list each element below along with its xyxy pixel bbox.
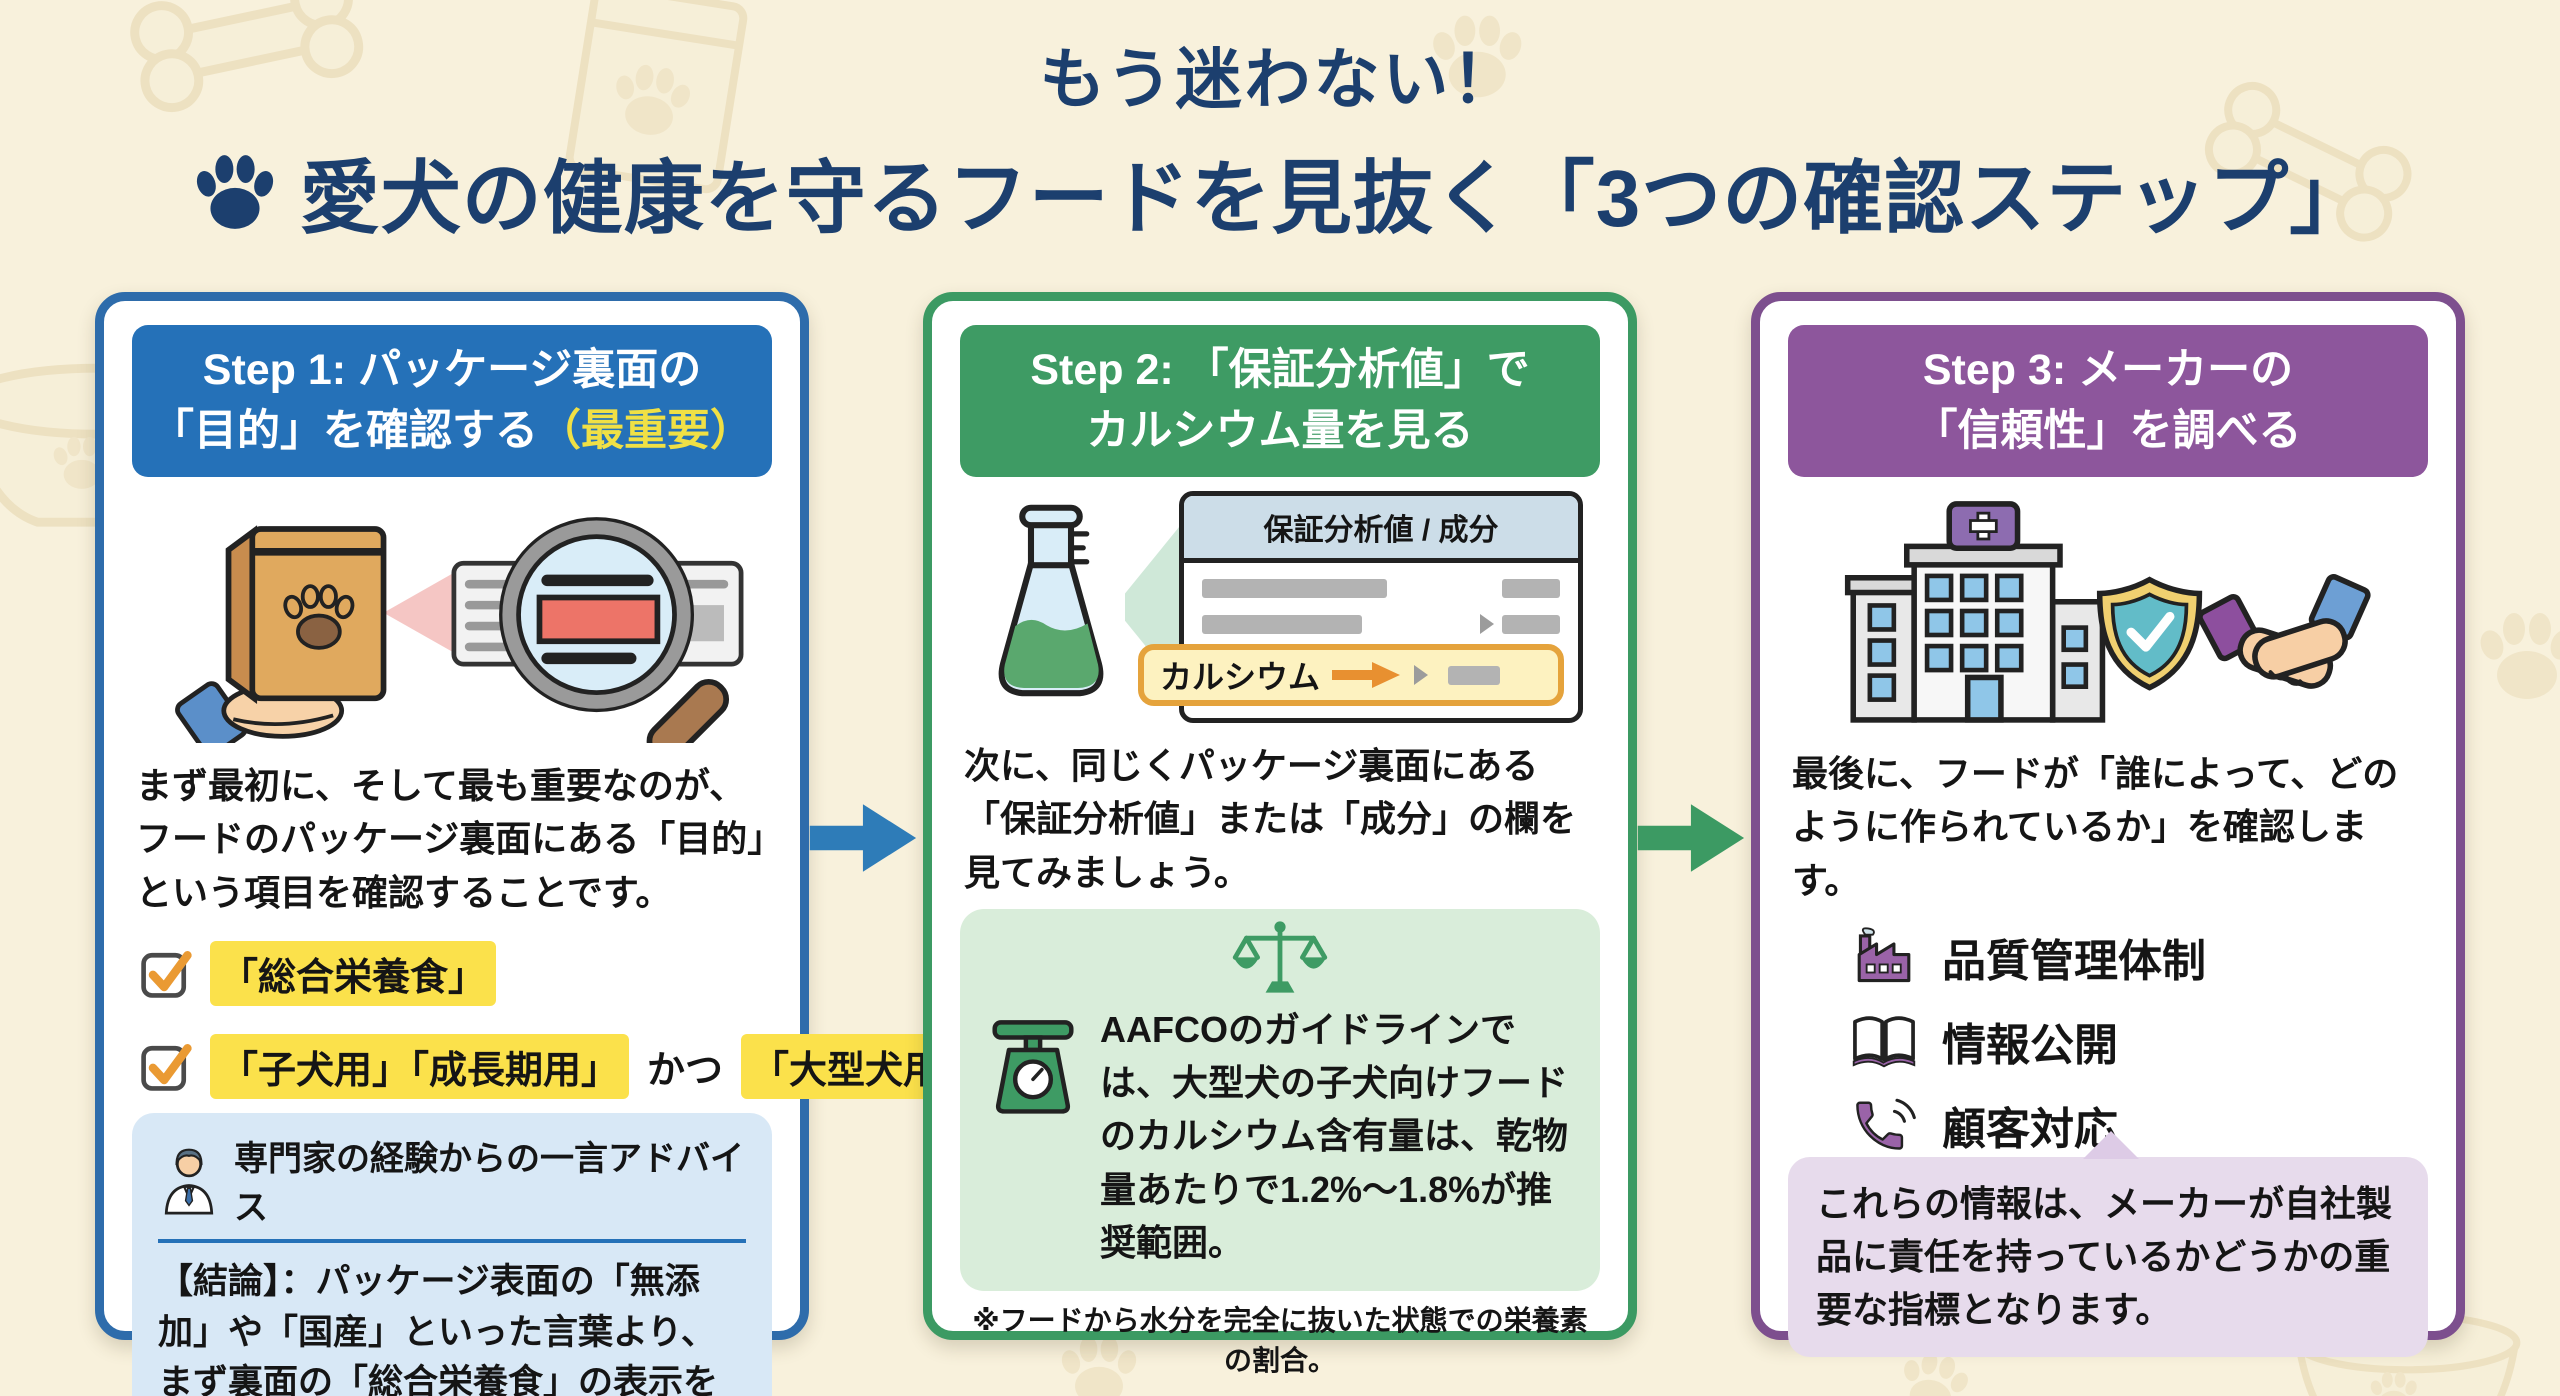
advice-title: 専門家の経験からの一言アドバイス: [234, 1139, 744, 1227]
step2-card: Step 2: 「保証分析値」で カルシウム量を見る: [923, 292, 1637, 1376]
trust-item-disclosure: 情報公開: [1850, 1009, 2428, 1073]
step1-illustration: [132, 491, 772, 744]
placeholder-bar: [1502, 579, 1560, 599]
aafco-guideline-panel: AAFCOのガイドラインでは、大型犬の子犬向けフードのカルシウム含有量は、乾物量…: [960, 908, 1600, 1292]
step2-header: Step 2: 「保証分析値」で カルシウム量を見る: [960, 325, 1600, 478]
step2-header-line2: カルシウム量を見る: [1086, 407, 1474, 456]
checklist-1-highlight: 「総合栄養食」: [210, 940, 497, 1006]
checklist-2-plain: かつ: [647, 1049, 724, 1092]
step3-summary-text: これらの情報は、メーカーが自社製品に責任を持っているかどうかの重要な指標となりま…: [1816, 1182, 2393, 1331]
trust-item-label: 品質管理体制: [1942, 936, 2206, 986]
trust-checklist: 品質管理体制 情報公開: [1850, 925, 2428, 1157]
analysis-table-rows: [1184, 563, 1578, 671]
factory-icon: [1857, 927, 1911, 983]
calcium-label: カルシウム: [1160, 659, 1321, 696]
title-line-2: 愛犬の健康を守るフードを見抜く「3つの確認ステップ」: [0, 134, 2560, 250]
aafco-panel-row: AAFCOのガイドラインでは、大型犬の子犬向けフードのカルシウム含有量は、乾物量…: [984, 1003, 1576, 1269]
advice-header: 専門家の経験からの一言アドバイス: [158, 1131, 746, 1243]
step1-body-text: まず最初に、そして最も重要なのが、フードのパッケージ裏面にある「目的」という項目…: [136, 765, 766, 913]
trust-item-support: 顧客対応: [1850, 1093, 2428, 1157]
step3-body-text: 最後に、フードが「誰によって、どのように作られているか」を確認します。: [1792, 753, 2399, 901]
paw-icon: [196, 155, 273, 229]
step2-body-text: 次に、同じくパッケージ裏面にある「保証分析値」または「成分」の欄を見てみましょう…: [964, 745, 1577, 893]
step3-illustration: [1788, 491, 2428, 731]
step1-header-emphasis: （最重要）: [538, 407, 753, 456]
step3-header: Step 3: メーカーの 「信頼性」を調べる: [1788, 325, 2428, 478]
step1-header: Step 1: パッケージ裏面の 「目的」を確認する（最重要）: [132, 325, 772, 478]
placeholder-bar: [1202, 614, 1362, 634]
title-line-1: もう迷わない！: [1039, 42, 1521, 116]
checkbox-check-icon: [141, 1044, 192, 1092]
step3-card: Step 3: メーカーの 「信頼性」を調べる: [1751, 292, 2465, 1357]
phone-icon: [1856, 1098, 1916, 1150]
bag-and-magnifier-illustration: [175, 517, 744, 744]
step1-header-line2: 「目的」を確認する（最重要）: [140, 401, 764, 462]
checkbox-check-icon: [141, 951, 192, 999]
step3-summary-panel: これらの情報は、メーカーが自社製品に責任を持っているかどうかの重要な指標となりま…: [1788, 1130, 2428, 1357]
trust-item-label: 情報公開: [1942, 1020, 2118, 1070]
page-title: もう迷わない！ 愛犬の健康を守るフードを見抜く「3つの確認ステップ」: [0, 26, 2560, 250]
analysis-table-illustration: 保証分析値 / 成分: [1138, 491, 1583, 724]
doctor-icon: [164, 1148, 214, 1215]
step2-header-line1: Step 2: 「保証分析値」で: [1030, 346, 1530, 394]
arrow-right-icon: [809, 804, 917, 872]
step2-footnote: ※フードから水分を完全に抜いた状態での栄養素の割合。: [972, 1305, 1588, 1377]
step2-illustration: 保証分析値 / 成分: [960, 491, 1600, 724]
title-line-2-text: 愛犬の健康を守るフードを見抜く「3つの確認ステップ」: [299, 154, 2371, 243]
step1-header-line1: Step 1: パッケージ裏面の: [202, 346, 702, 394]
checklist-2-highlight-a: 「子犬用」「成長期用」: [210, 1033, 630, 1099]
step3-header-line1: Step 3: メーカーの: [1922, 346, 2294, 394]
table-row: [1202, 614, 1560, 635]
arrow-right-icon: [1637, 804, 1745, 872]
orange-arrow-icon: [1332, 662, 1401, 689]
step2-to-step3-connector: [1637, 292, 1751, 1340]
checklist-item-2: 「子犬用」「成長期用」 かつ 「大型犬用」: [138, 1033, 990, 1099]
row-value: [1502, 579, 1560, 599]
step3-header-line2: 「信頼性」を調べる: [1914, 407, 2302, 456]
steps-row: Step 1: パッケージ裏面の 「目的」を確認する（最重要）: [95, 292, 2465, 1396]
company-shield-handshake-illustration: [1844, 501, 2371, 723]
triangle-marker: [1480, 614, 1494, 635]
advice-body: 【結論】：パッケージ表面の「無添加」や「国産」といった言葉より、まず裏面の「総合…: [158, 1261, 719, 1396]
calcium-highlight-row: カルシウム: [1138, 644, 1564, 707]
placeholder-bar: [1448, 665, 1501, 685]
aafco-panel-text: AAFCOのガイドラインでは、大型犬の子犬向けフードのカルシウム含有量は、乾物量…: [1100, 1008, 1569, 1263]
step1-header-line2-text: 「目的」を確認する: [151, 407, 538, 456]
placeholder-bar: [1202, 579, 1387, 599]
expert-advice-box: 専門家の経験からの一言アドバイス 【結論】：パッケージ表面の「無添加」や「国産」…: [132, 1112, 772, 1396]
kitchen-scale-icon: [992, 1020, 1074, 1114]
row-value: [1480, 614, 1560, 635]
analysis-table-header: 保証分析値 / 成分: [1184, 496, 1578, 564]
checklist-item-1: 「総合栄養食」: [138, 940, 766, 1006]
placeholder-bar: [1502, 614, 1560, 634]
triangle-marker: [1414, 665, 1429, 686]
flask-icon: [998, 504, 1104, 697]
step1-card: Step 1: パッケージ裏面の 「目的」を確認する（最重要）: [95, 292, 990, 1396]
balance-scale-icon: [1232, 921, 1328, 993]
table-row: [1202, 579, 1560, 599]
open-book-icon: [1852, 1016, 1916, 1068]
step1-to-step2-connector: [809, 292, 923, 1340]
trust-item-quality: 品質管理体制: [1850, 925, 2428, 989]
